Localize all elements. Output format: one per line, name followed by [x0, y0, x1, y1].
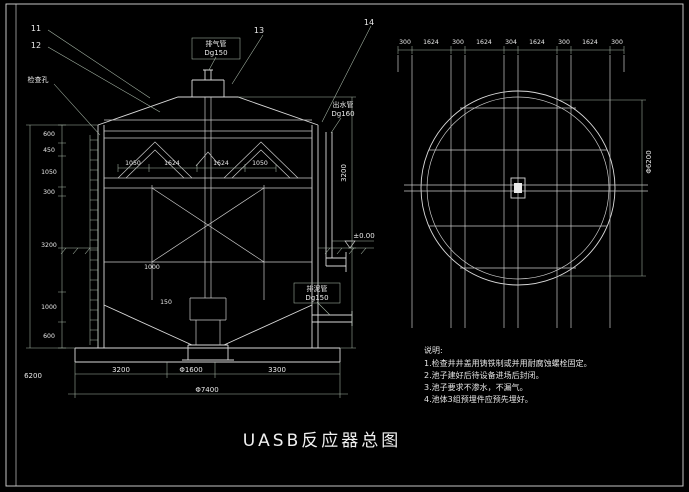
sludge-label-box	[293, 282, 341, 304]
right-dim-line	[238, 96, 356, 349]
outlet-pipe-label: 出水管	[333, 100, 354, 109]
sludge-pipe-size: Dg150	[305, 294, 328, 302]
vent-pipe-label: 排气管	[206, 39, 227, 48]
access-ladder	[89, 135, 99, 345]
separator-dim-line	[117, 164, 277, 172]
internal-frame-bracing	[104, 185, 312, 300]
note-item-1: 1.检查井井盖用铸铁制或并用耐腐蚀螺栓固定。	[424, 358, 592, 368]
three-phase-separator-hoods	[117, 141, 299, 179]
sludge-pipe-label: 排泥管	[307, 284, 328, 293]
plan-dim-3: 1624	[476, 39, 492, 46]
callout-12: 12	[31, 41, 41, 50]
inspection-hole-label: 检查孔	[28, 75, 49, 84]
plan-dim-2: 300	[452, 39, 464, 46]
plan-diameter-label: Φ6200	[645, 150, 653, 173]
dim-bottom-2: 3300	[268, 366, 286, 374]
dim-left-0: 600	[43, 131, 55, 138]
outlet-pipe-size: Dg160	[331, 110, 354, 118]
leader-lines	[47, 25, 372, 316]
dim-left-6: 600	[43, 333, 55, 340]
elevation-marker-triangle-icon	[344, 240, 356, 249]
bottom-overall-dim	[68, 378, 348, 398]
dim-sep-3: 1050	[252, 160, 268, 167]
dim-inner-offset: 150	[160, 299, 172, 306]
drawing-title: UASB反应器总图	[243, 431, 402, 451]
center-column-plan	[510, 177, 526, 199]
dim-left-4: 3200	[41, 242, 57, 249]
bottom-hopper	[103, 304, 313, 361]
dim-left-2: 1050	[41, 169, 57, 176]
dim-overall-diameter: Φ7400	[195, 386, 218, 394]
dim-sep-0: 1050	[125, 160, 141, 167]
page-border	[5, 3, 684, 487]
plan-dim-0: 300	[399, 39, 411, 46]
dim-left-5: 1000	[41, 304, 57, 311]
outlet-pipe-run	[325, 132, 347, 272]
plan-dim-6: 300	[558, 39, 570, 46]
dim-sep-2: 1624	[213, 160, 229, 167]
dim-sep-1: 1624	[164, 160, 180, 167]
plan-diameter-dim	[560, 99, 646, 277]
dim-inner-width: 1000	[144, 264, 160, 271]
ground-elevation-value: ±0.00	[353, 232, 374, 240]
note-item-4: 4.池体3组预埋件应预先埋好。	[424, 394, 533, 404]
plan-view: 300 1624 300 1624 304 1624 300 1624 300 …	[397, 39, 653, 328]
plan-dim-1: 1624	[423, 39, 439, 46]
left-dim-chain	[58, 124, 66, 349]
plan-dim-line	[397, 46, 625, 54]
callout-14: 14	[364, 18, 374, 27]
note-item-2: 2.池子建好后待设备进场后封闭。	[424, 370, 544, 380]
internal-levels	[104, 119, 312, 179]
notes-block: 说明: 1.检查井井盖用铸铁制或并用耐腐蚀螺栓固定。 2.池子建好后待设备进场后…	[424, 345, 592, 404]
dim-left-3: 300	[43, 189, 55, 196]
dim-overall-height: 6200	[24, 372, 42, 380]
vent-label-box	[191, 37, 241, 60]
tank-walls	[97, 125, 319, 348]
elevation-view: 11 12 13 14 排气管 Dg150 检查孔 出水管 Dg160 排泥管 …	[24, 18, 375, 398]
dim-right-depth: 3200	[340, 164, 348, 182]
note-item-3: 3.池子要求不渗水，不漏气。	[424, 382, 528, 392]
notes-heading: 说明:	[424, 345, 443, 355]
plan-dim-4: 304	[505, 39, 517, 46]
ground-line-right	[318, 247, 374, 255]
center-column	[204, 97, 212, 298]
plan-dim-8: 300	[611, 39, 623, 46]
bottom-dim-chain	[74, 362, 341, 378]
plan-beams-horizontal	[404, 107, 648, 269]
ground-line-left	[58, 247, 98, 255]
dim-bottom-0: 3200	[112, 366, 130, 374]
vent-pipe-size: Dg150	[204, 49, 227, 57]
plan-dim-5: 1624	[529, 39, 545, 46]
plan-dim-7: 1624	[582, 39, 598, 46]
dim-bottom-1: Φ1600	[179, 366, 202, 374]
border-rect	[5, 3, 684, 487]
dim-left-1: 450	[43, 147, 55, 154]
roof-cone	[97, 69, 319, 126]
base-slab	[74, 347, 341, 363]
sludge-distributor	[189, 297, 227, 345]
left-overall-dim	[26, 124, 98, 349]
center-column-core	[514, 183, 522, 193]
callout-13: 13	[254, 26, 264, 35]
callout-11: 11	[31, 24, 41, 33]
